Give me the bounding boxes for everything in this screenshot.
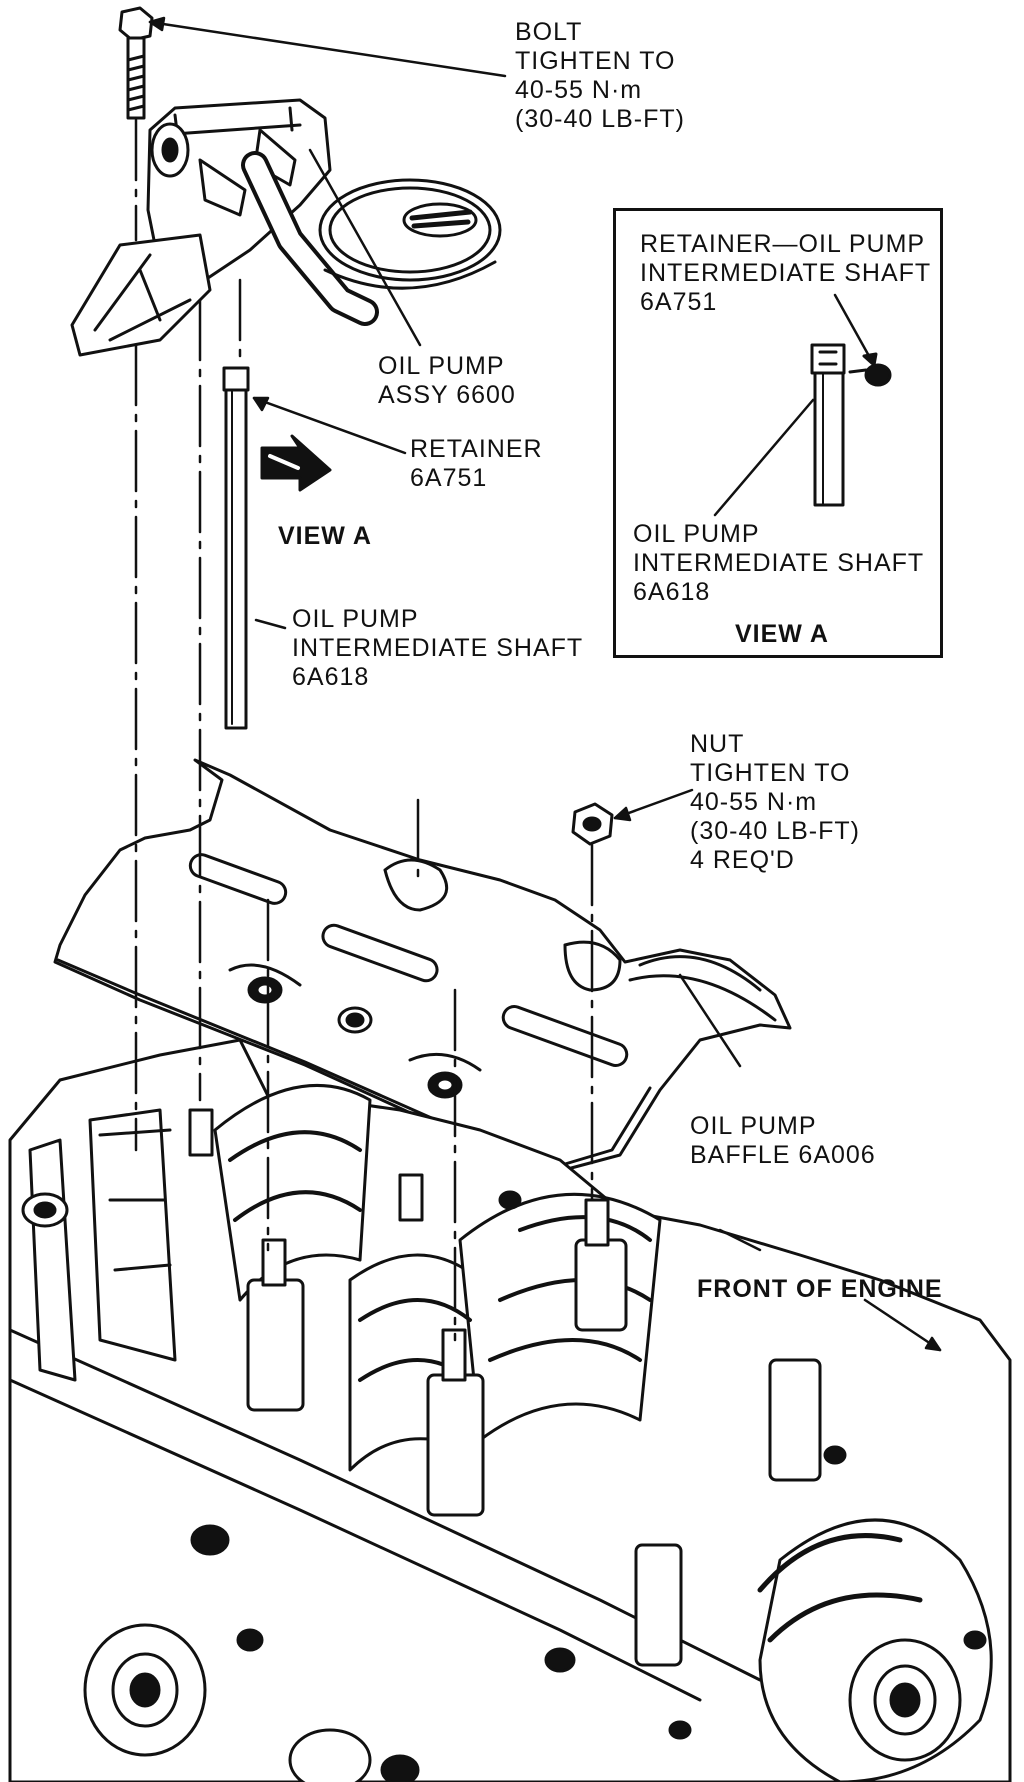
front-of-engine-label: FRONT OF ENGINE [697, 1275, 943, 1303]
nut-part [571, 802, 614, 846]
retainer-label: RETAINER 6A751 [410, 435, 543, 492]
inset-title: VIEW A [735, 620, 829, 648]
baffle-label: OIL PUMP BAFFLE 6A006 [690, 1112, 876, 1169]
inset-shaft-label: OIL PUMP INTERMEDIATE SHAFT 6A618 [633, 520, 925, 606]
bolt-part [118, 6, 154, 120]
engine-block [8, 1038, 1012, 1782]
oil-pump-assembly [70, 98, 502, 357]
view-a-arrow [260, 434, 332, 492]
view-a-inset-drawing [713, 293, 892, 517]
intermediate-shaft [222, 366, 250, 730]
view-a-arrow-label: VIEW A [278, 522, 372, 550]
oil-pump-assy-label: OIL PUMP ASSY 6600 [378, 352, 516, 409]
alignment-lines [134, 118, 594, 1342]
bolt-label: BOLT TIGHTEN TO 40-55 N·m (30-40 LB-FT) [515, 18, 685, 133]
intermediate-shaft-label: OIL PUMP INTERMEDIATE SHAFT 6A618 [292, 605, 584, 691]
inset-retainer-label: RETAINER—OIL PUMP INTERMEDIATE SHAFT 6A7… [640, 230, 932, 316]
nut-label: NUT TIGHTEN TO 40-55 N·m (30-40 LB-FT) 4… [690, 730, 860, 874]
oil-pump-baffle [53, 758, 792, 1177]
leader-lines [148, 16, 942, 1352]
view-a-inset [613, 208, 943, 658]
